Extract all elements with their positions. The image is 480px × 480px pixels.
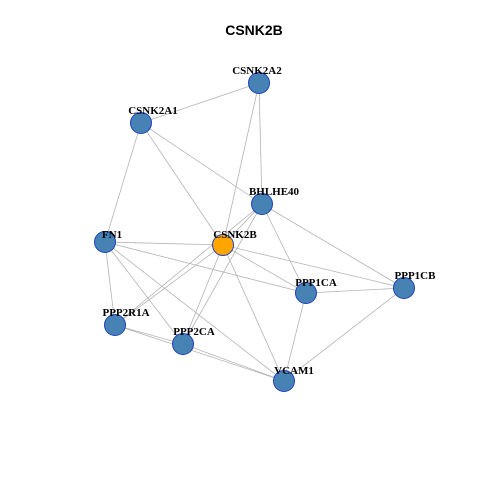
edge-ppp1ca-vcam1 <box>283 292 307 382</box>
node-ppp1ca[interactable] <box>295 282 317 304</box>
node-ppp2ca[interactable] <box>172 333 194 355</box>
edge-layer <box>104 82 405 382</box>
edge-csnk2b-vcam1 <box>222 244 285 382</box>
node-ppp2r1a[interactable] <box>104 314 126 336</box>
node-label-csnk2a1: CSNK2A1 <box>128 105 178 117</box>
node-csnk2a1[interactable] <box>130 112 152 134</box>
edge-csnk2b-ppp1cb <box>222 244 405 289</box>
node-ppp1cb[interactable] <box>393 277 415 299</box>
edge-fn1-ppp1ca <box>104 241 307 294</box>
edge-fn1-csnk2b <box>104 241 224 246</box>
diagram-title: CSNK2B <box>225 22 283 38</box>
edge-ppp2ca-vcam1 <box>182 343 285 382</box>
edge-csnk2a1-fn1 <box>104 122 142 243</box>
edge-csnk2b-ppp2r1a <box>114 244 224 326</box>
node-csnk2b[interactable] <box>212 234 234 256</box>
node-label-ppp1cb: PPP1CB <box>395 270 437 282</box>
edge-csnk2a1-csnk2a2 <box>140 82 260 124</box>
edge-csnk2a1-bhlhe40 <box>140 122 263 205</box>
node-label-bhlhe40: BHLHE40 <box>249 186 300 198</box>
edge-fn1-ppp2ca <box>104 241 184 345</box>
node-vcam1[interactable] <box>273 370 295 392</box>
node-label-csnk2a2: CSNK2A2 <box>232 65 282 77</box>
edge-csnk2a1-csnk2b <box>140 122 224 246</box>
node-label-csnk2b: CSNK2B <box>213 229 257 241</box>
node-csnk2a2[interactable] <box>248 72 270 94</box>
edge-csnk2b-ppp1ca <box>222 244 307 294</box>
edge-csnk2a2-bhlhe40 <box>258 82 263 205</box>
edge-ppp2r1a-ppp2ca <box>114 324 184 345</box>
node-label-ppp2r1a: PPP2R1A <box>102 307 149 319</box>
edge-csnk2b-ppp2ca <box>182 244 224 345</box>
node-bhlhe40[interactable] <box>251 193 273 215</box>
edge-bhlhe40-ppp2ca <box>182 203 263 345</box>
node-label-fn1: FN1 <box>102 229 122 241</box>
node-label-ppp1ca: PPP1CA <box>295 277 337 289</box>
node-fn1[interactable] <box>94 231 116 253</box>
edge-fn1-ppp2r1a <box>104 241 116 326</box>
edge-bhlhe40-ppp2r1a <box>114 203 263 326</box>
edge-bhlhe40-ppp1cb <box>261 203 405 289</box>
edge-ppp1ca-ppp1cb <box>305 287 405 294</box>
node-label-ppp2ca: PPP2CA <box>173 326 215 338</box>
edge-ppp1cb-vcam1 <box>283 287 405 382</box>
node-layer <box>94 72 415 392</box>
edge-bhlhe40-ppp1ca <box>261 203 307 294</box>
edge-ppp2r1a-vcam1 <box>114 324 285 382</box>
edge-csnk2a2-csnk2b <box>222 82 260 246</box>
node-label-vcam1: VCAM1 <box>274 365 314 377</box>
edge-fn1-vcam1 <box>104 241 285 382</box>
